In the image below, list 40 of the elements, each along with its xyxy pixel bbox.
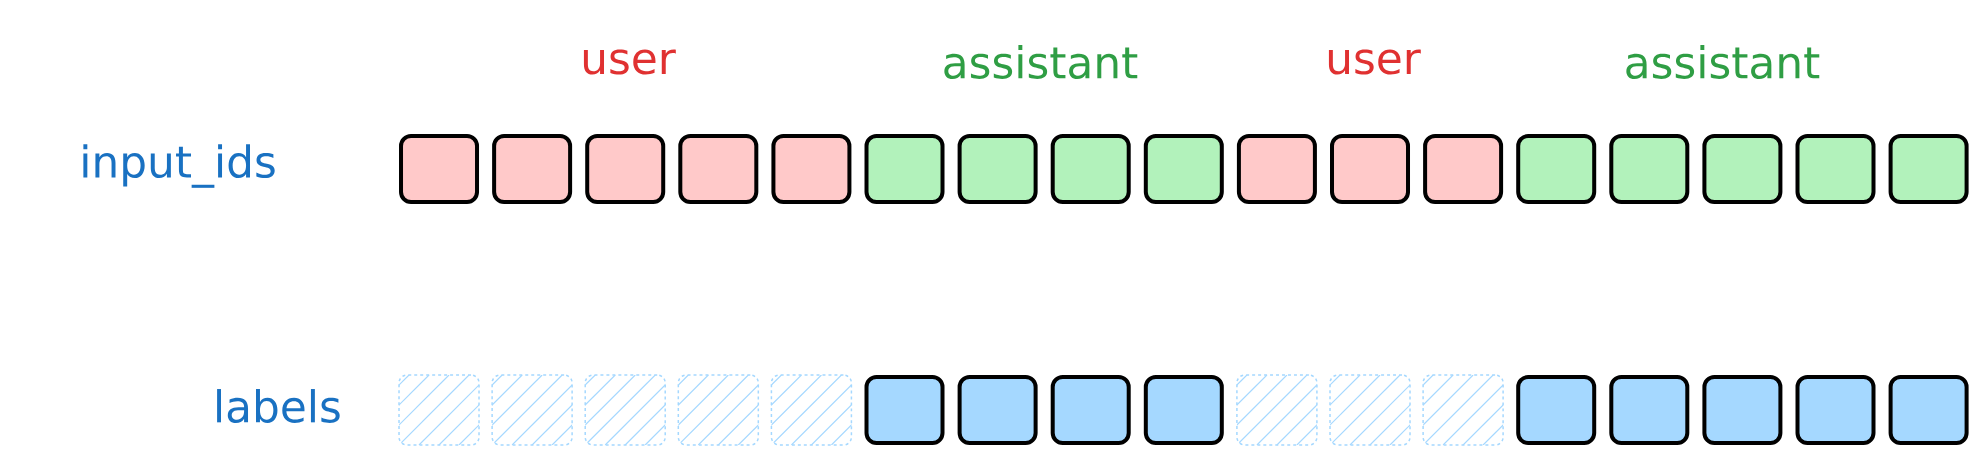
token-box	[1702, 375, 1783, 445]
row-label: labels	[217, 389, 340, 423]
role-label: user	[583, 49, 676, 75]
token-box	[492, 134, 573, 204]
token-box	[678, 134, 759, 204]
token-box	[1888, 134, 1969, 204]
masked-token-box	[770, 374, 853, 446]
token-box	[771, 134, 852, 204]
token-box	[1143, 375, 1224, 445]
masked-token-box	[398, 374, 480, 446]
token-box	[1050, 375, 1131, 445]
masked-token-box	[491, 374, 573, 446]
token-box	[1143, 134, 1224, 204]
masked-token-box	[1422, 374, 1504, 446]
masked-token-box	[1329, 374, 1411, 446]
token-box	[1888, 375, 1969, 445]
role-label: user	[1328, 49, 1421, 75]
role-label: assistant	[944, 45, 1138, 79]
token-box	[1516, 375, 1597, 445]
token-box	[1609, 375, 1690, 445]
token-box	[957, 134, 1038, 204]
token-box	[864, 375, 945, 445]
row-label: input_ids	[83, 144, 275, 188]
masked-token-box	[677, 374, 760, 446]
token-box	[1702, 134, 1783, 204]
token-box	[1236, 134, 1317, 204]
token-box	[864, 134, 945, 204]
token-box	[585, 134, 666, 204]
token-box	[1050, 134, 1131, 204]
token-box	[1609, 134, 1690, 204]
token-box	[1330, 134, 1410, 204]
token-box	[1423, 134, 1504, 204]
masked-token-box	[1236, 374, 1318, 446]
token-box	[1795, 375, 1876, 445]
role-label: assistant	[1626, 45, 1820, 79]
masked-token-box	[584, 374, 666, 446]
token-box	[1516, 134, 1597, 204]
token-box	[1795, 134, 1876, 204]
token-box	[399, 134, 479, 204]
token-box	[957, 375, 1038, 445]
